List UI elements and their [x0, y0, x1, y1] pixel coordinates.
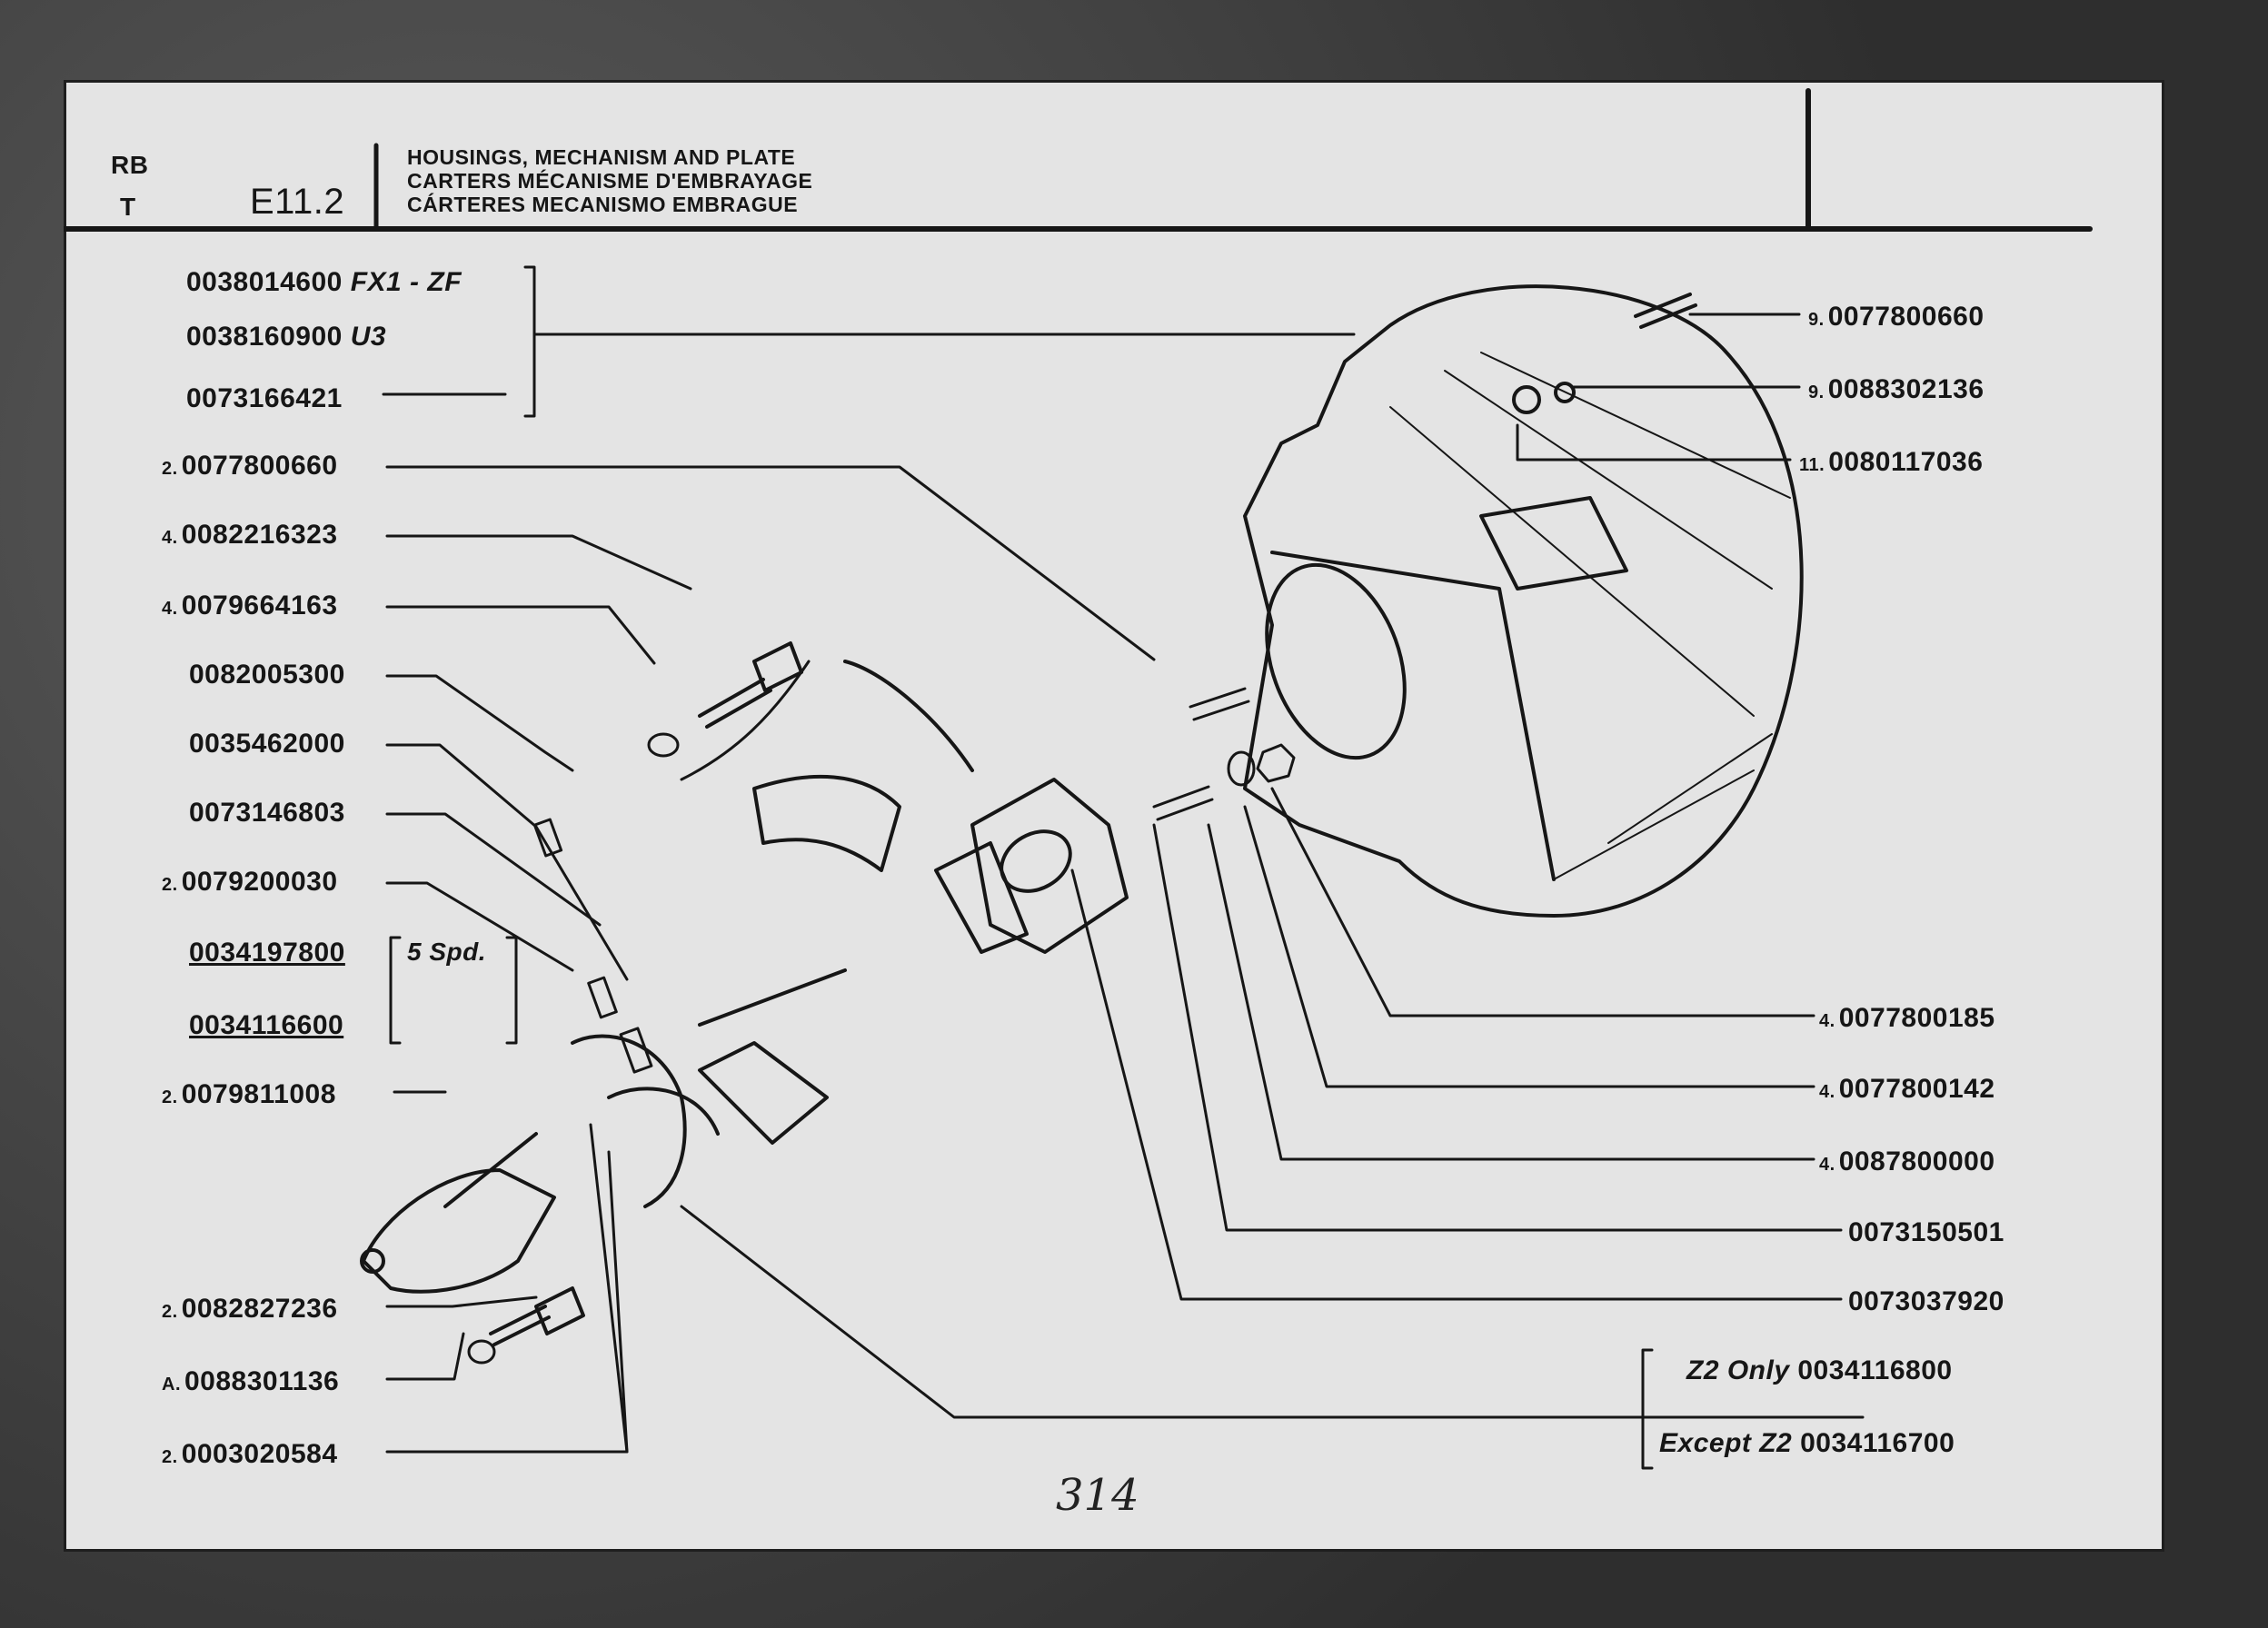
leader-left-13b [589, 1123, 629, 1454]
leader-left-2 [385, 534, 692, 591]
housing-stud [1634, 293, 1697, 329]
lower-fork [360, 1132, 556, 1294]
center-stud-upper [1189, 687, 1250, 721]
left-part-2: 4.0082216323 [162, 520, 338, 550]
leader-right-3 [1516, 423, 1792, 462]
right-part-5: 4.0077800142 [1819, 1074, 1995, 1104]
housing-part-2: 0038160900 U3 [186, 322, 387, 352]
leader-left-5 [385, 743, 629, 981]
source-code-t: T [120, 193, 136, 221]
housing-bracket [523, 265, 536, 418]
section-number: E11.2 [250, 182, 345, 222]
shift-rod [698, 968, 847, 1027]
right-part-7: 0073150501 [1848, 1217, 2004, 1247]
bracket-edge [680, 660, 811, 781]
speed-note: 5 Spd. [407, 938, 487, 966]
leader-left-12 [385, 1332, 465, 1381]
variant-bracket [1641, 1348, 1654, 1470]
right-part-4: 4.0077800185 [1819, 1003, 1995, 1033]
leader-right-4 [1270, 787, 1815, 1018]
left-part-4: 0082005300 [189, 660, 345, 690]
leader-left-11 [385, 1295, 538, 1308]
center-nut [1256, 743, 1296, 783]
left-part-13: 2.0003020584 [162, 1439, 338, 1469]
housing-part-3: 0073166421 [186, 383, 343, 413]
leader-right-6 [1207, 823, 1815, 1161]
leader-right-5 [1243, 805, 1815, 1088]
bracket-lock-washer [647, 732, 680, 758]
left-part-7: 2.0079200030 [162, 867, 338, 897]
release-plate [934, 778, 1129, 954]
variant-part-2: Except Z2 0034116700 [1659, 1428, 1955, 1458]
center-washer [1227, 750, 1256, 787]
pin-2 [587, 976, 618, 1019]
title-spanish: CÁRTERES MECANISMO EMBRAGUE [407, 193, 799, 216]
left-part-6: 0073146803 [189, 798, 345, 828]
release-fork [607, 660, 974, 1145]
right-part-2: 9.0088302136 [1808, 374, 1984, 404]
bell-housing [1243, 284, 1804, 918]
leader-right-7 [1152, 823, 1843, 1232]
right-part-6: 4.0087800000 [1819, 1147, 1995, 1176]
speed-bracket-right [505, 936, 518, 1045]
left-part-1: 2.0077800660 [162, 451, 338, 481]
right-part-1: 9.0077800660 [1808, 302, 1984, 332]
lower-bolt [489, 1286, 585, 1346]
leader-left-3 [385, 605, 656, 665]
leader-left-6 [385, 812, 602, 927]
left-part-8: 0034197800 [189, 938, 345, 968]
shift-arc [571, 1034, 687, 1208]
left-part-12: A.0088301136 [162, 1366, 340, 1396]
variant-part-1: Z2 Only 0034116800 [1686, 1355, 1953, 1385]
pin-1 [532, 818, 563, 858]
leader-variant [680, 1205, 1865, 1419]
bracket-bolt [698, 641, 803, 729]
leader-left-1 [385, 465, 1156, 661]
title-french: CARTERS MÉCANISME D'EMBRAYAGE [407, 169, 813, 193]
right-part-8: 0073037920 [1848, 1286, 2004, 1316]
right-part-3: 11.0080117036 [1799, 447, 1984, 477]
housing-part-1: 0038014600 FX1 - ZF [186, 267, 463, 297]
exploded-diagram [64, 88, 2093, 1470]
leader-left-4 [385, 674, 574, 772]
left-part-10: 2.0079811008 [162, 1079, 336, 1109]
source-code-rb: RB [111, 151, 149, 179]
left-part-5: 0035462000 [189, 729, 345, 759]
lower-washer [467, 1339, 496, 1365]
center-stud-lower [1152, 785, 1214, 821]
leader-left-7 [385, 881, 574, 972]
left-part-9: 0034116600 [189, 1010, 344, 1040]
left-part-3: 4.0079664163 [162, 591, 338, 620]
left-part-11: 2.0082827236 [162, 1294, 338, 1324]
leader-right-8 [1070, 869, 1843, 1301]
speed-bracket-left [389, 936, 402, 1045]
parts-catalog-sheet: RB T E11.2 HOUSINGS, MECHANISM AND PLATE… [64, 80, 2164, 1552]
title-english: HOUSINGS, MECHANISM AND PLATE [407, 145, 796, 169]
page-number: 314 [1056, 1470, 1139, 1521]
